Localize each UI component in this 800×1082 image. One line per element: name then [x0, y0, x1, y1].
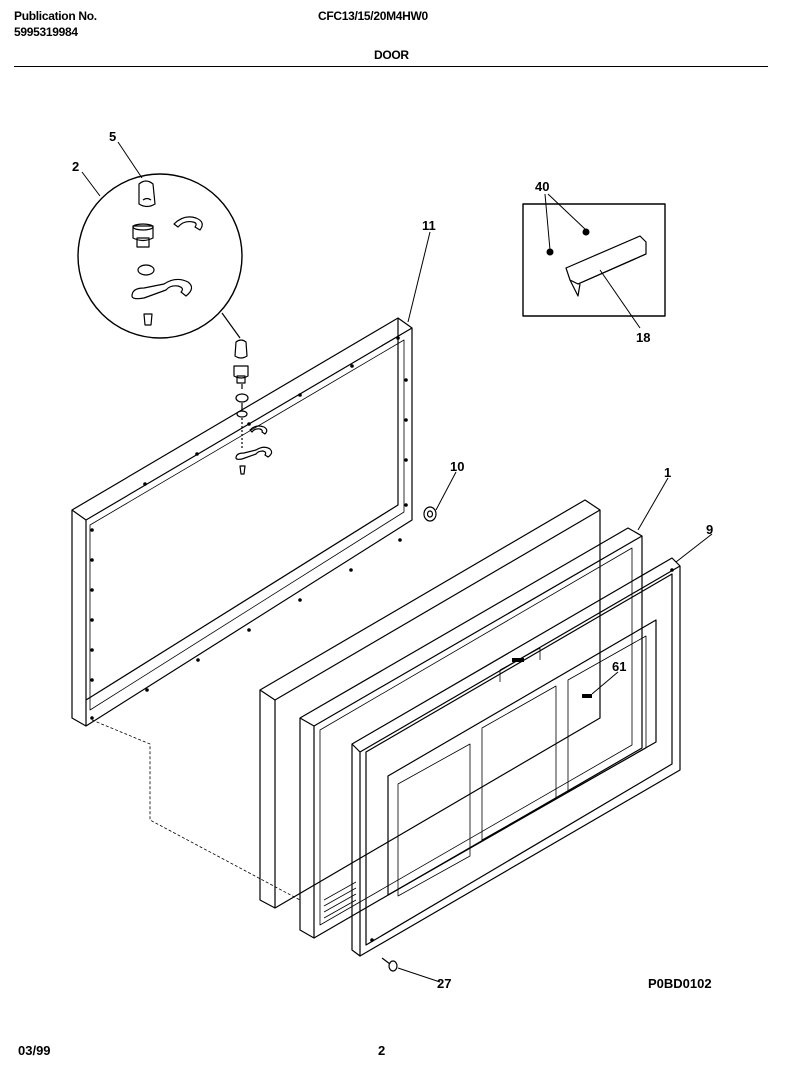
liner-screw-holes [370, 568, 674, 942]
publication-number: 5995319984 [14, 25, 78, 39]
door-panel-11 [71, 317, 413, 727]
inner-liner-9 [351, 557, 681, 957]
page-number: 2 [378, 1043, 385, 1058]
handle-screws-40 [546, 228, 590, 256]
callout-5: 5 [109, 129, 116, 144]
publication-label: Publication No. [14, 9, 97, 23]
screw-27 [381, 957, 398, 972]
screw-10 [423, 506, 437, 522]
callout-9: 9 [706, 522, 713, 537]
callout-10: 10 [450, 459, 464, 474]
gasket-1 [299, 527, 643, 939]
door-liner [259, 499, 601, 909]
callout-40: 40 [535, 179, 549, 194]
callout-11: 11 [422, 218, 436, 233]
header-rule [14, 66, 768, 67]
footer-date: 03/99 [18, 1043, 51, 1058]
section-title: DOOR [374, 48, 409, 62]
handle-inset-box [522, 203, 666, 317]
callout-labels: 5 2 11 40 18 10 1 9 61 27 P0BD0102 03/99… [18, 129, 713, 1058]
leader-lines [81, 141, 713, 983]
panel-screw-holes [90, 336, 408, 720]
callout-27: 27 [437, 976, 451, 991]
figure-code: P0BD0102 [648, 976, 712, 991]
callout-61: 61 [612, 659, 626, 674]
hinge-parts [233, 339, 273, 475]
model-number: CFC13/15/20M4HW0 [318, 9, 428, 23]
callout-18: 18 [636, 330, 650, 345]
callout-1: 1 [664, 465, 671, 480]
hinge-detail-circle [77, 173, 243, 339]
callout-2: 2 [72, 159, 79, 174]
